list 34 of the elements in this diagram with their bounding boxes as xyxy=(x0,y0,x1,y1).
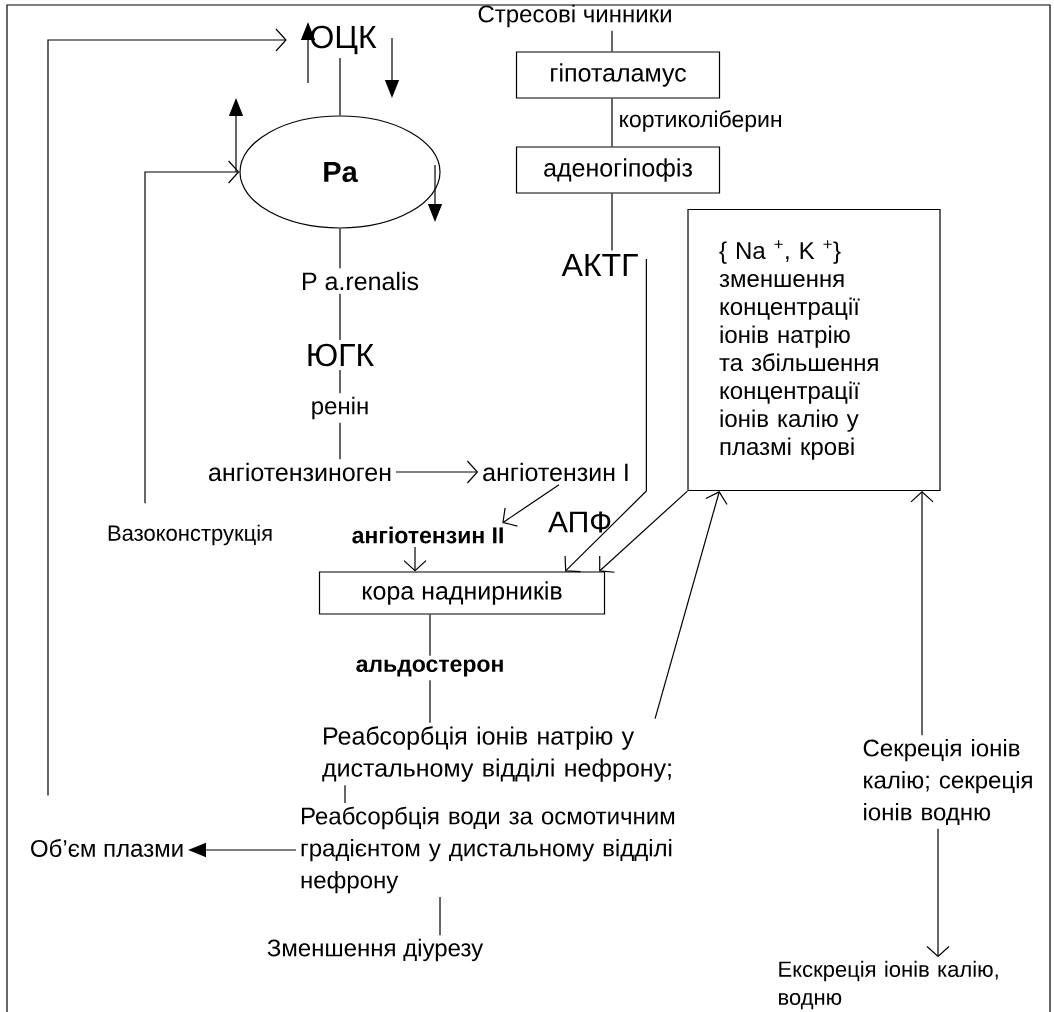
arrow xyxy=(47,28,287,797)
arrow xyxy=(403,546,427,572)
text-label: Об’єм плазми xyxy=(31,839,183,857)
arrow xyxy=(502,484,560,527)
process-box: гіпоталамус xyxy=(515,51,721,99)
process-box: аденогіпофіз xyxy=(515,146,721,194)
ellipse-node: Pa xyxy=(239,115,441,229)
edge-label: АПФ xyxy=(547,510,614,534)
text-label: Стресові чинники xyxy=(478,4,671,28)
text-label: Зменшення діурезу xyxy=(267,938,484,962)
text-label: ЮГК xyxy=(308,343,374,367)
arrow xyxy=(926,828,950,958)
text-label: ренін xyxy=(312,396,368,420)
text-label: ангіотензин I xyxy=(483,462,628,482)
process-box: { Na $^{+}$, K $^{+}$} зменшення концентрації іонів натрію та збільшення концентрації іонів калію у плазмі крові xyxy=(687,208,941,492)
text-label: Секреція іонів калію; секреція іонів водню xyxy=(863,738,1032,826)
text-label: АКТГ xyxy=(561,254,638,276)
arrow xyxy=(395,460,479,484)
edge-label: кортиколіберин xyxy=(617,109,784,133)
arrow xyxy=(564,258,647,573)
text-label: P a.renalis xyxy=(303,271,419,291)
text-label: ангіотензин II xyxy=(352,526,503,544)
arrow xyxy=(910,491,934,736)
text-label: ОЦК xyxy=(310,25,377,55)
text-label: Екскреція іонів калію, водню xyxy=(779,960,998,1010)
text-label: Реабсорбція води за осмотичним градієнтом у дистальному відділі нефрону xyxy=(301,806,675,894)
arrow xyxy=(144,160,240,504)
text-label: альдостерон xyxy=(356,659,503,677)
arrow xyxy=(599,490,688,573)
arrow xyxy=(654,491,728,720)
text-label: Реабсорбція іонів натрію у дистальному відділі нефрону; xyxy=(322,726,671,782)
process-box: кора наднирників xyxy=(318,571,606,615)
text-label: ангіотензиноген xyxy=(209,462,391,482)
text-label: Вазоконструкція xyxy=(108,524,272,546)
